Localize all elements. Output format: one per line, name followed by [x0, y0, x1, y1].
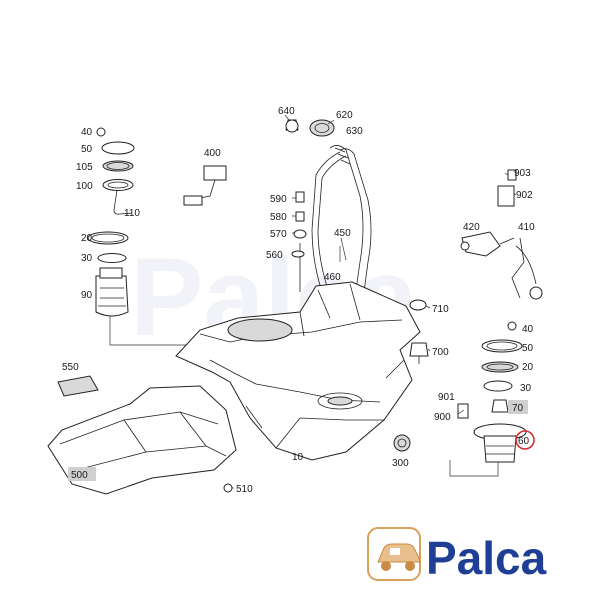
label-100: 100	[76, 181, 93, 192]
label-40-right: 40	[522, 324, 534, 335]
label-40-left: 40	[81, 127, 93, 138]
highlight-box-70	[508, 400, 528, 414]
pad-550	[57, 375, 99, 397]
label-580: 580	[270, 212, 287, 223]
label-50-left: 50	[81, 144, 93, 155]
sender-unit-400	[183, 165, 227, 206]
part-labels: 640 620 630 40 50 105 100 110 20 30 90 4…	[62, 106, 535, 495]
label-550: 550	[62, 362, 79, 373]
label-901: 901	[438, 392, 455, 403]
label-60: 60	[518, 436, 530, 447]
label-50-right: 50	[522, 343, 534, 354]
small-valve-stack	[291, 191, 307, 292]
label-420: 420	[463, 222, 480, 233]
label-710: 710	[432, 304, 449, 315]
label-110: 110	[124, 208, 140, 219]
label-902: 902	[516, 190, 533, 201]
label-105: 105	[76, 162, 93, 173]
label-30-left: 30	[81, 253, 93, 264]
label-90: 90	[81, 290, 93, 301]
label-590: 590	[270, 194, 287, 205]
label-70: 70	[512, 403, 524, 414]
label-10: 10	[292, 452, 304, 463]
label-450: 450	[334, 228, 351, 239]
misc-small-parts	[223, 299, 429, 493]
brand-logo: Palca	[367, 527, 547, 584]
label-903: 903	[514, 168, 531, 179]
filler-cap-group	[285, 119, 335, 137]
sensor-group-right	[460, 169, 543, 300]
label-400: 400	[204, 148, 221, 159]
label-500: 500	[71, 470, 88, 481]
label-700: 700	[432, 347, 449, 358]
label-20-left: 20	[81, 233, 93, 244]
label-630: 630	[346, 126, 363, 137]
brand-name: Palca	[426, 532, 547, 584]
label-460: 460	[324, 272, 341, 283]
leader-lines	[232, 114, 517, 489]
highlight-box-500	[68, 467, 96, 481]
circle-marker-60	[515, 430, 535, 450]
label-560: 560	[266, 250, 283, 261]
fuel-tank	[175, 281, 421, 461]
label-570: 570	[270, 229, 287, 240]
label-620: 620	[336, 110, 353, 121]
label-410: 410	[518, 222, 535, 233]
label-900: 900	[434, 412, 451, 423]
right-pump-assembly	[449, 321, 527, 477]
label-300: 300	[392, 458, 409, 469]
filler-neck	[311, 145, 372, 293]
left-pump-assembly	[87, 127, 241, 346]
label-640: 640	[278, 106, 295, 117]
label-20-right: 20	[522, 362, 534, 373]
car-icon	[367, 527, 421, 581]
label-30-right: 30	[520, 383, 532, 394]
label-510: 510	[236, 484, 253, 495]
